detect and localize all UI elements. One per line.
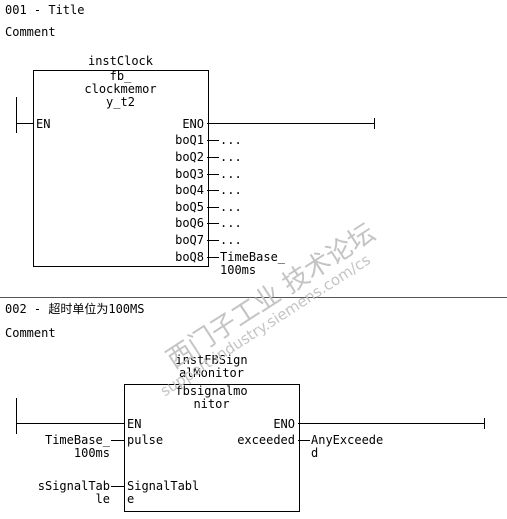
eno-pin[interactable]: ENO: [182, 117, 204, 131]
input-var-pulse[interactable]: TimeBase_: [44, 433, 110, 447]
eno-pin-2[interactable]: ENO: [273, 417, 295, 431]
fb2-type-name-line2: nitor: [193, 397, 230, 411]
power-rail-left-2: [16, 398, 17, 434]
input-var-pulse-line2[interactable]: 100ms: [73, 446, 110, 460]
en-wire: [16, 123, 33, 124]
output-value-boq5[interactable]: ...: [220, 200, 242, 214]
output-var-anyexceeded-line2[interactable]: d: [311, 446, 319, 460]
output-wire-exceeded: [298, 440, 310, 441]
output-value-boq6[interactable]: ...: [220, 216, 242, 230]
input-wire-signaltable: [111, 486, 124, 487]
output-pin-boq4[interactable]: boQ4: [175, 183, 204, 197]
output-pin-boq5[interactable]: boQ5: [175, 200, 204, 214]
output-pin-boq3[interactable]: boQ3: [175, 167, 204, 181]
output-value-boq7[interactable]: ...: [220, 233, 242, 247]
fb2-instance-name-line2[interactable]: alMonitor: [178, 366, 245, 380]
output-pin-boq6[interactable]: boQ6: [175, 216, 204, 230]
input-pin-signaltable-line2[interactable]: e: [127, 492, 135, 506]
rung-end-right: [374, 118, 375, 129]
en-pin-2[interactable]: EN: [127, 417, 142, 431]
output-value-boq4[interactable]: ...: [220, 183, 242, 197]
input-var-signaltable[interactable]: sSignalTab: [37, 479, 110, 493]
fb-instance-name[interactable]: instClock: [87, 54, 154, 68]
output-wire-boq1: [207, 140, 219, 141]
input-wire-pulse: [111, 440, 124, 441]
network-2-comment[interactable]: Comment: [5, 326, 56, 340]
input-var-signaltable-line2[interactable]: le: [95, 492, 110, 506]
network-1-title[interactable]: 001 - Title: [5, 3, 85, 17]
fb-type-name-line2: clockmemor: [84, 82, 157, 96]
power-rail-left: [16, 97, 17, 133]
output-pin-boq8[interactable]: boQ8: [175, 250, 204, 264]
output-pin-boq1[interactable]: boQ1: [175, 133, 204, 147]
eno-wire: [207, 123, 374, 124]
network-1-comment[interactable]: Comment: [5, 25, 56, 39]
output-wire-boq3: [207, 174, 219, 175]
output-pin-boq2[interactable]: boQ2: [175, 150, 204, 164]
fb2-type-name-line1: fbsignalmo: [175, 384, 248, 398]
output-wire-boq5: [207, 207, 219, 208]
en-wire-2: [16, 423, 124, 424]
output-wire-boq6: [207, 223, 219, 224]
output-var-anyexceeded[interactable]: AnyExceede: [311, 433, 384, 447]
output-value-boq8-line2[interactable]: 100ms: [220, 263, 257, 277]
fb-type-name-line1: fb_: [109, 69, 132, 83]
rung-end-right-2: [484, 418, 485, 429]
output-wire-boq4: [207, 190, 219, 191]
network-2-title[interactable]: 002 - 超时单位为100MS: [5, 302, 145, 316]
output-value-boq1[interactable]: ...: [220, 133, 242, 147]
output-value-boq8[interactable]: TimeBase_: [220, 250, 286, 264]
function-block-clockmemory[interactable]: [33, 70, 209, 267]
fb2-instance-name-line1[interactable]: instFBSign: [175, 353, 248, 367]
output-wire-boq2: [207, 157, 219, 158]
network-separator: [0, 297, 507, 298]
en-pin[interactable]: EN: [36, 117, 51, 131]
output-pin-exceeded[interactable]: exceeded: [237, 433, 295, 447]
fb-type-name-line3: y_t2: [106, 95, 135, 109]
input-pin-signaltable[interactable]: SignalTabl: [127, 479, 200, 493]
output-wire-boq8: [207, 257, 219, 258]
output-wire-boq7: [207, 240, 219, 241]
eno-wire-2: [298, 423, 484, 424]
output-pin-boq7[interactable]: boQ7: [175, 233, 204, 247]
output-value-boq2[interactable]: ...: [220, 150, 242, 164]
output-value-boq3[interactable]: ...: [220, 167, 242, 181]
function-block-signalmonitor[interactable]: [124, 384, 300, 512]
input-pin-pulse[interactable]: pulse: [127, 433, 164, 447]
